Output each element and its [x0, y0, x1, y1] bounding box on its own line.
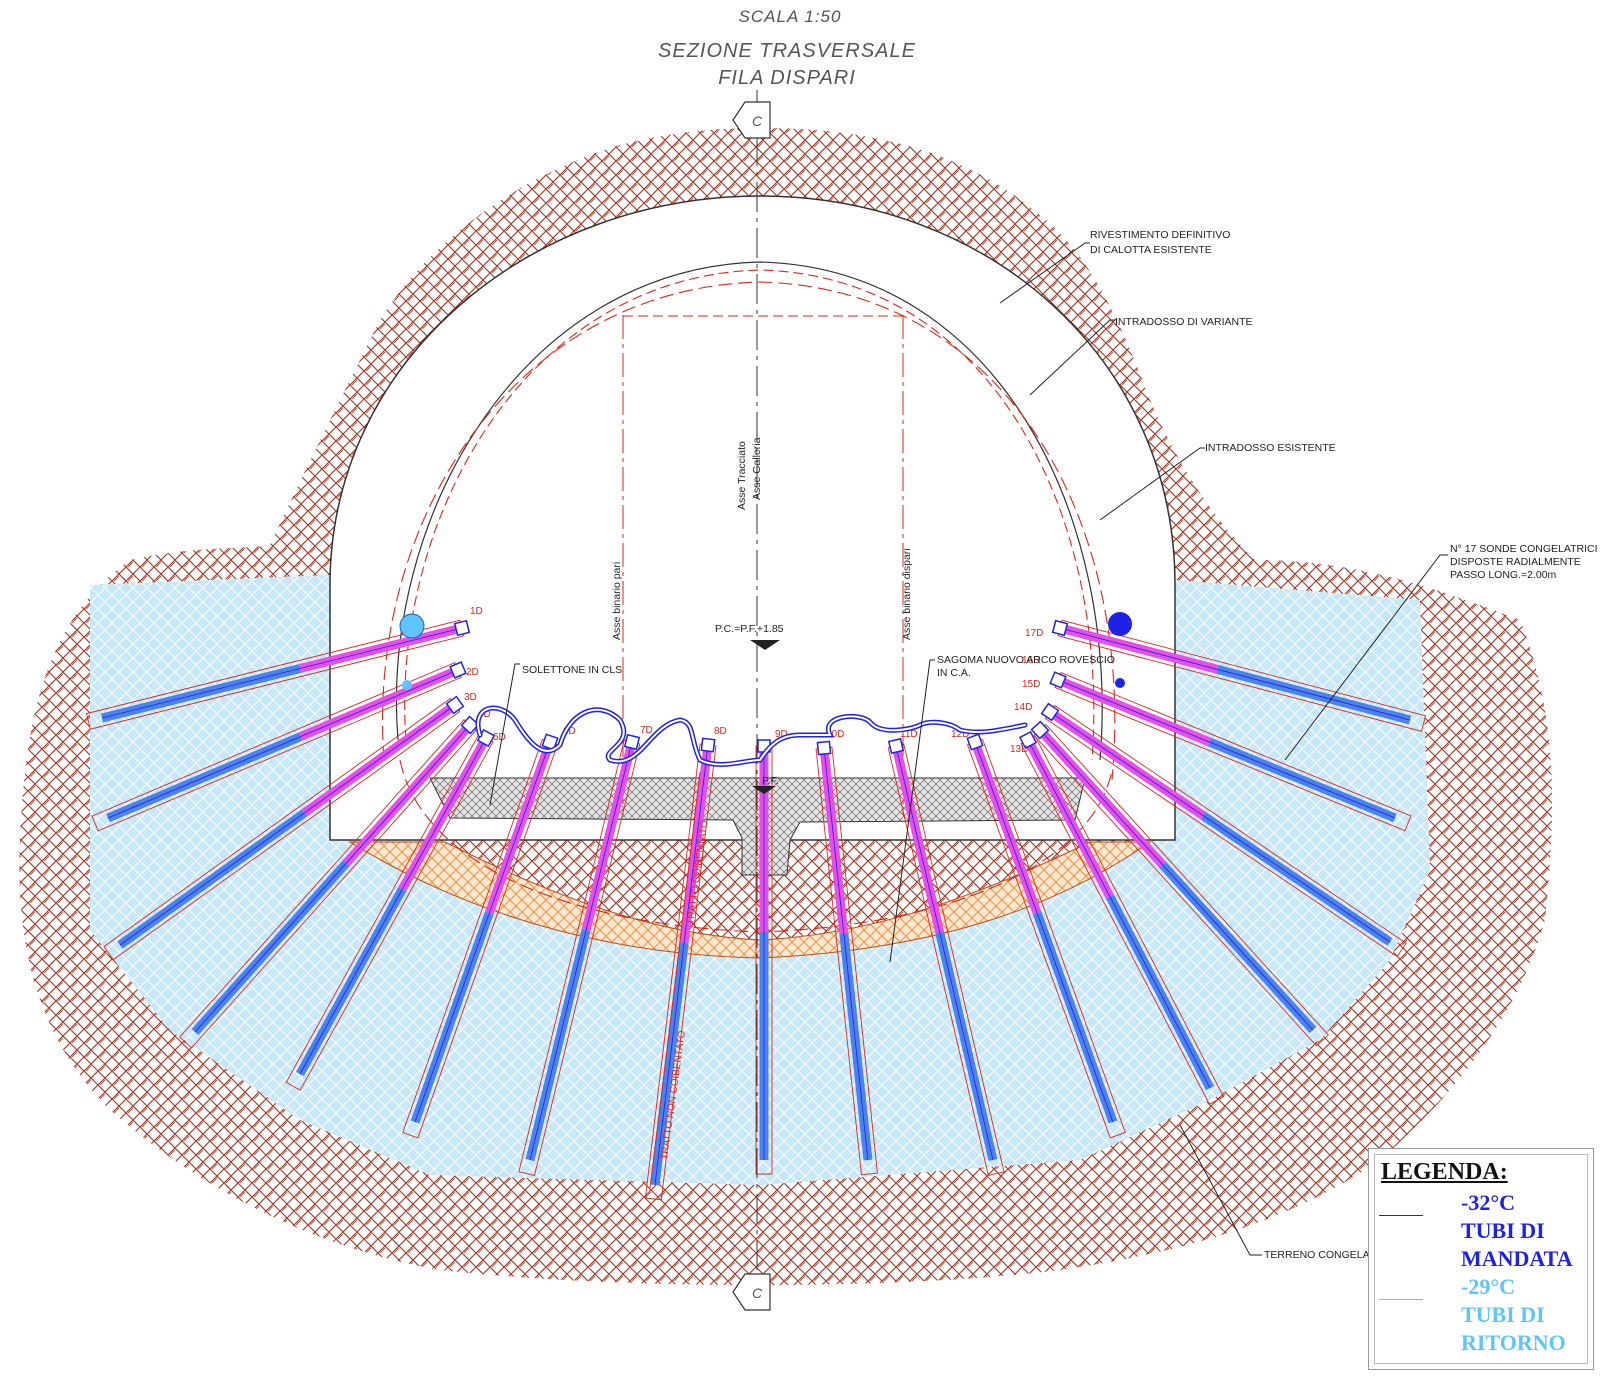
probe-label: 10D — [826, 729, 844, 740]
probe-8D: 8D — [644, 726, 727, 1201]
legend-supply-temp: -32°C — [1461, 1190, 1516, 1215]
probe-label: 16D — [1022, 655, 1040, 666]
legend-supply-1: TUBI DI — [1461, 1218, 1545, 1243]
probe-label: 6D — [563, 726, 576, 737]
probe-label: 5D — [493, 732, 506, 743]
probe-17D: 17D — [1025, 619, 1427, 732]
probe-label: 15D — [1022, 679, 1040, 690]
legend-return-temp: -29°C — [1461, 1274, 1516, 1299]
probe-14D: 14D — [1014, 702, 1329, 1047]
probe-16D: 16D — [1022, 655, 1412, 832]
scale-label: SCALA 1:50 — [739, 7, 842, 26]
note-sagoma-2: IN C.A. — [937, 667, 971, 679]
probe-label: 9D — [775, 729, 788, 740]
probe-label: 7D — [640, 725, 653, 736]
probe-label: 3D — [464, 692, 477, 703]
axis-binario-dispari: Asse binario dispari — [901, 548, 913, 640]
probe-2D: 2D — [91, 661, 479, 832]
return-header-ball — [399, 613, 425, 639]
note-sonde-1: N° 17 SONDE CONGELATRICI — [1450, 543, 1598, 555]
svg-text:C: C — [752, 1285, 763, 1301]
probe-label: 1D — [470, 606, 483, 617]
probe-6D: 6D — [402, 726, 576, 1139]
legend-return-line — [1379, 1299, 1423, 1300]
supply-header-small — [1115, 678, 1125, 688]
probe-label: 8D — [714, 726, 727, 737]
probe-3D: 3D — [103, 692, 477, 961]
note-solettone: SOLETTONE IN CLS — [522, 664, 622, 676]
probe-label: 13D — [1010, 744, 1028, 755]
probe-7D: 7D — [518, 725, 653, 1177]
note-terreno-congelato: TERRENO CONGELATO — [1264, 1249, 1383, 1261]
svg-text:C: C — [752, 113, 763, 129]
note-rivestimento-2: DI CALOTTA ESISTENTE — [1090, 244, 1212, 256]
level-pf: P.F. — [762, 775, 779, 787]
probe-label: 4D — [478, 709, 491, 720]
legend: LEGENDA: -32°C TUBI DI MANDATA -29°C TUB… — [1368, 1148, 1594, 1370]
probe-9D: 9D — [755, 729, 788, 1175]
probe-4D: 4D — [179, 709, 491, 1049]
note-rivestimento-1: RIVESTIMENTO DEFINITIVO — [1090, 229, 1230, 241]
note-intradosso-esistente: INTRADOSSO ESISTENTE — [1205, 442, 1336, 454]
frozen-ground — [90, 575, 1430, 1185]
probe-label: 17D — [1025, 628, 1043, 639]
section-mark-bottom: C — [732, 1273, 771, 1311]
probe-label: 14D — [1014, 702, 1032, 713]
level-pc: P.C.=P.F.+1.85 — [715, 623, 784, 635]
axis-tracciato: Asse Tracciato — [736, 441, 748, 510]
axis-binario-pari: Asse binario pari — [611, 562, 623, 640]
probe-10D: 10D — [815, 729, 878, 1176]
legend-return-1: TUBI DI — [1461, 1302, 1545, 1327]
probe-label: 12D — [951, 729, 969, 740]
note-sonde-2: DISPOSTE RADIALMENTE — [1450, 556, 1581, 568]
invert-ring — [348, 841, 1152, 959]
title-line-1: SEZIONE TRASVERSALE — [658, 40, 916, 62]
probe-12D: 12D — [951, 729, 1126, 1139]
probe-label: 11D — [900, 729, 918, 740]
supply-header-ball — [1108, 612, 1132, 636]
legend-supply-2: MANDATA — [1461, 1246, 1573, 1271]
legend-title: LEGENDA: — [1381, 1159, 1508, 1185]
note-sonde-3: PASSO LONG.=2.00m — [1450, 569, 1557, 581]
probe-label: 2D — [466, 667, 479, 678]
section-mark-top: C — [732, 101, 771, 139]
probe-13D: 13D — [1010, 730, 1225, 1105]
probe-15D: 15D — [1022, 679, 1407, 958]
note-intradosso-variante: INTRADOSSO DI VARIANTE — [1115, 316, 1253, 328]
return-header-small — [402, 680, 412, 690]
title-line-2: FILA DISPARI — [718, 67, 856, 89]
legend-return-2: RITORNO — [1461, 1330, 1566, 1355]
axis-galleria: Asse Galleria — [751, 437, 763, 500]
legend-supply-line — [1379, 1215, 1423, 1216]
tunnel-interior — [329, 195, 1176, 841]
probe-11D: 11D — [887, 729, 1005, 1176]
note-sagoma-1: SAGOMA NUOVO ARCO ROVESCIO — [937, 654, 1115, 666]
probe-1D: 1D — [85, 606, 483, 730]
